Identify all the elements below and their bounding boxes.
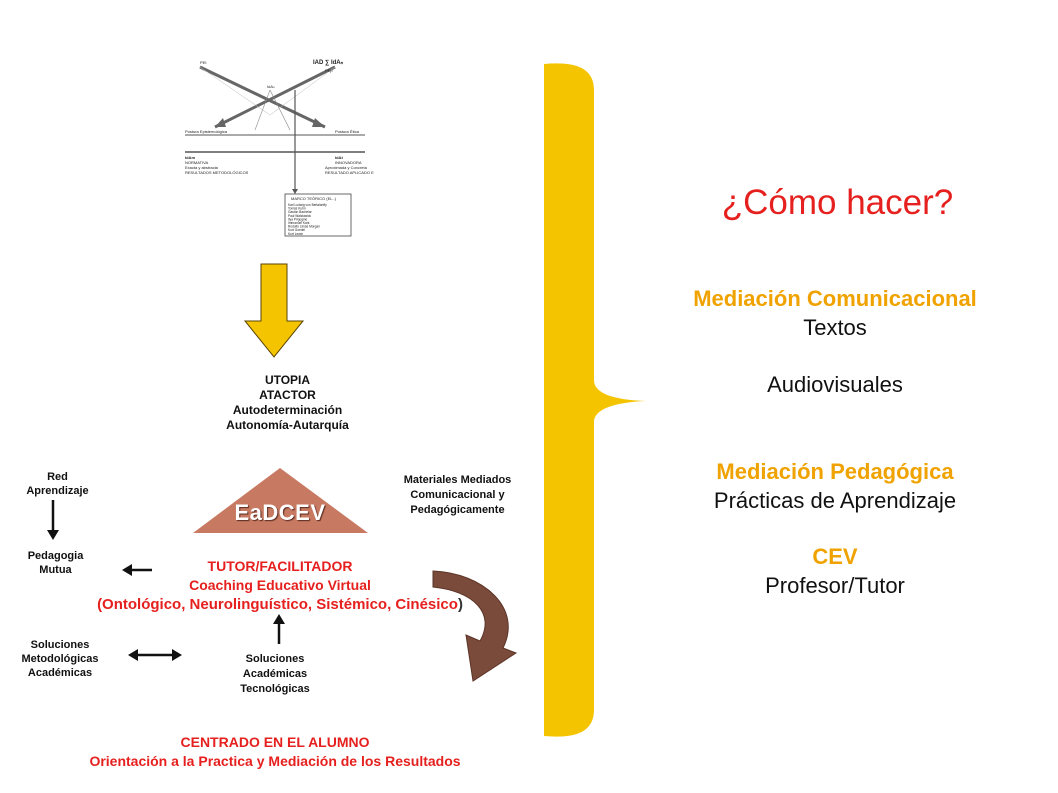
- sol-acad-line-1: Soluciones: [245, 653, 305, 665]
- epistemology-diagram: PEt IAD ∑ IdAₙ PEp IdAₙ Postura Epistemo…: [185, 60, 374, 237]
- sol-met-line-2: Metodológicas: [21, 653, 99, 665]
- red-to-pedagogia-arrow: [47, 500, 59, 540]
- eadcev-label: EaDCEV: [234, 500, 326, 525]
- sol-met-line-3: Académicas: [27, 667, 93, 679]
- soluciones-to-tutor-arrow: [273, 614, 285, 644]
- box-item: Paul Watzlawick: [288, 214, 311, 218]
- curved-arrow: [432, 570, 518, 682]
- pet-label: PEt: [200, 60, 207, 65]
- pedagogia-line-1: Pedagogia: [27, 550, 84, 562]
- pedagogia-line-2: Mutua: [39, 564, 72, 576]
- box-item: Kurt Lewin: [288, 232, 303, 236]
- utopia-line-4: Autonomía-Autarquía: [226, 418, 349, 432]
- mediacion-pedagogica-title: Mediación Pedagógica: [716, 459, 954, 484]
- box-title: MARCO TEÓRICO (EL..): [291, 196, 337, 201]
- tutor-line-1: TUTOR/FACILITADOR: [207, 558, 353, 574]
- pep-label: PEp: [325, 68, 333, 73]
- tutor-line-3-text: (Ontológico, Neurolinguístico, Sistémico…: [97, 596, 458, 613]
- box-item: Tomás Kuhn: [288, 207, 306, 211]
- left-axis-label: Postura Epistemológica: [185, 129, 228, 134]
- sol-acad-line-3: Tecnológicas: [240, 683, 310, 695]
- tutor-to-pedagogia-arrow: [122, 564, 152, 576]
- box-item: Rodolfo Llinás Morgan: [288, 225, 320, 229]
- materiales-block: Materiales Mediados Comunicacional y Ped…: [385, 473, 530, 518]
- textos-item: Textos: [803, 315, 867, 340]
- red-line-1: Red: [47, 471, 68, 483]
- cross-arrow-left: [199, 65, 326, 129]
- left-bottom-1: IdAm: [185, 155, 195, 160]
- practicas-item: Prácticas de Aprendizaje: [713, 488, 957, 513]
- utopia-line-2: ATACTOR: [259, 388, 316, 402]
- box-item: Immanuel Kant: [288, 221, 310, 225]
- theory-box: [284, 193, 352, 237]
- sol-met-line-1: Soluciones: [30, 639, 90, 651]
- tutor-line-3: (Ontológico, Neurolinguístico, Sistémico…: [60, 595, 500, 615]
- tutor-block: TUTOR/FACILITADOR Coaching Educativo Vir…: [60, 557, 500, 615]
- cev-title: CEV: [812, 544, 858, 569]
- right-bottom-1: IdAt: [335, 155, 343, 160]
- box-item: Kurt Goedel: [288, 228, 305, 232]
- cross-arrow-right: [214, 65, 336, 129]
- right-bottom-3: Aproximada y Concreta: [325, 165, 368, 170]
- materiales-line-1: Materiales Mediados: [403, 474, 512, 486]
- pedagogia-mutua: Pedagogia Mutua: [8, 549, 103, 577]
- eadcev-triangle: [193, 468, 368, 533]
- box-item: Karl Ludwig von Bertalanffy: [288, 203, 327, 207]
- right-bottom-4: RESULTADO APLICADO E: [325, 170, 374, 175]
- tutor-line-2: Coaching Educativo Virtual: [189, 577, 371, 593]
- materiales-line-2: Comunicacional y: [410, 489, 505, 501]
- left-bottom-3: Exacta y abstracta: [185, 165, 219, 170]
- idan-label: IdAₙ: [267, 84, 275, 89]
- profesor-tutor-item: Profesor/Tutor: [765, 573, 905, 598]
- right-text-block: Mediación Comunicacional Textos Audiovis…: [620, 284, 1050, 600]
- sol-acad-line-2: Académicas: [242, 668, 308, 680]
- utopia-block: UTOPIA ATACTOR Autodeterminación Autonom…: [185, 373, 390, 433]
- mediacion-comunicacional-title: Mediación Comunicacional: [693, 286, 977, 311]
- red-line-2: Aprendizaje: [26, 485, 89, 497]
- tutor-line-3-paren: ): [457, 596, 463, 613]
- left-bottom-2: NORMATIVA: [185, 160, 209, 165]
- box-item: Gastón Bachelar: [288, 210, 313, 214]
- iad-label: IAD ∑ IdAₙ: [313, 60, 344, 66]
- red-aprendizaje: Red Aprendizaje: [10, 470, 105, 498]
- audiovisuales-item: Audiovisuales: [767, 372, 903, 397]
- right-bottom-2: INNOVADORA: [335, 160, 362, 165]
- materiales-line-3: Pedagógicamente: [410, 504, 505, 516]
- box-item: Ilya Prigogine: [288, 217, 308, 221]
- down-arrow: [243, 263, 305, 358]
- double-arrow: [128, 649, 182, 661]
- page-title: ¿Cómo hacer?: [721, 183, 954, 222]
- yellow-brace: [544, 63, 646, 737]
- right-axis-label: Postura Ética: [335, 129, 360, 134]
- soluciones-academicas: Soluciones Académicas Tecnológicas: [220, 652, 330, 697]
- centrado-line-1: CENTRADO EN EL ALUMNO: [180, 734, 370, 750]
- centrado-block: CENTRADO EN EL ALUMNO Orientación a la P…: [40, 733, 510, 771]
- utopia-line-3: Autodeterminación: [232, 403, 343, 417]
- utopia-line-1: UTOPIA: [264, 373, 311, 387]
- left-bottom-4: RESULTADOS METODOLÓGICOS: [185, 170, 249, 175]
- centrado-line-2: Orientación a la Practica y Mediación de…: [89, 753, 461, 769]
- soluciones-metodologicas: Soluciones Metodológicas Académicas: [5, 638, 115, 680]
